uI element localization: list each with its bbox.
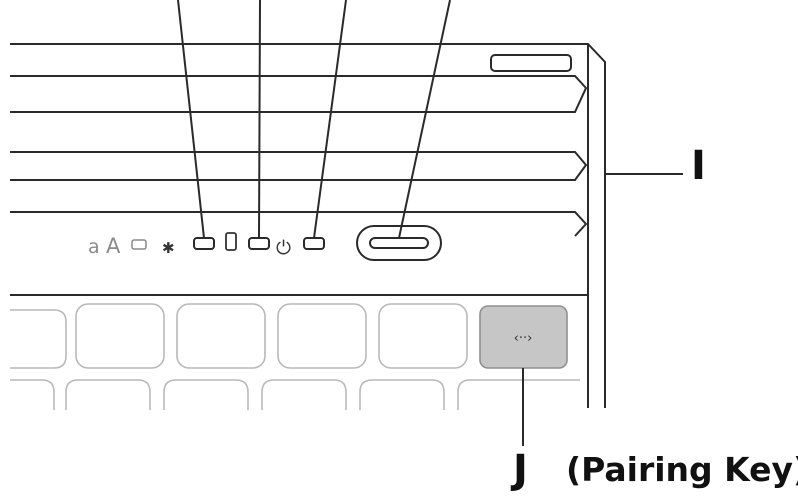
power-icon: ⏻ xyxy=(276,237,291,259)
power-indicator-led xyxy=(303,237,325,250)
battery-icon xyxy=(225,232,237,251)
pairing-icon: ‹··› xyxy=(514,331,533,346)
callout-label-i: I xyxy=(691,143,706,189)
top-button xyxy=(490,54,572,72)
caps-lower-glyph: a xyxy=(88,236,100,258)
bluetooth-indicator-led xyxy=(193,237,215,250)
pairing-key: ‹··› xyxy=(479,305,568,369)
callout-lines-top xyxy=(177,0,451,239)
key-row-2 xyxy=(10,379,580,410)
keyboard-outline xyxy=(10,43,606,408)
pairing-key-label: (Pairing Key) xyxy=(566,450,798,489)
caps-indicator-led xyxy=(131,239,147,250)
oval-button xyxy=(356,225,442,261)
callout-label-j: J xyxy=(513,447,528,493)
bluetooth-icon: ✱ xyxy=(162,239,175,257)
indicator-row: a A ✱ ⏻ xyxy=(88,225,442,261)
key-row-1 xyxy=(10,303,468,369)
battery-indicator-led xyxy=(248,237,270,250)
caps-upper-glyph: A xyxy=(106,234,121,258)
